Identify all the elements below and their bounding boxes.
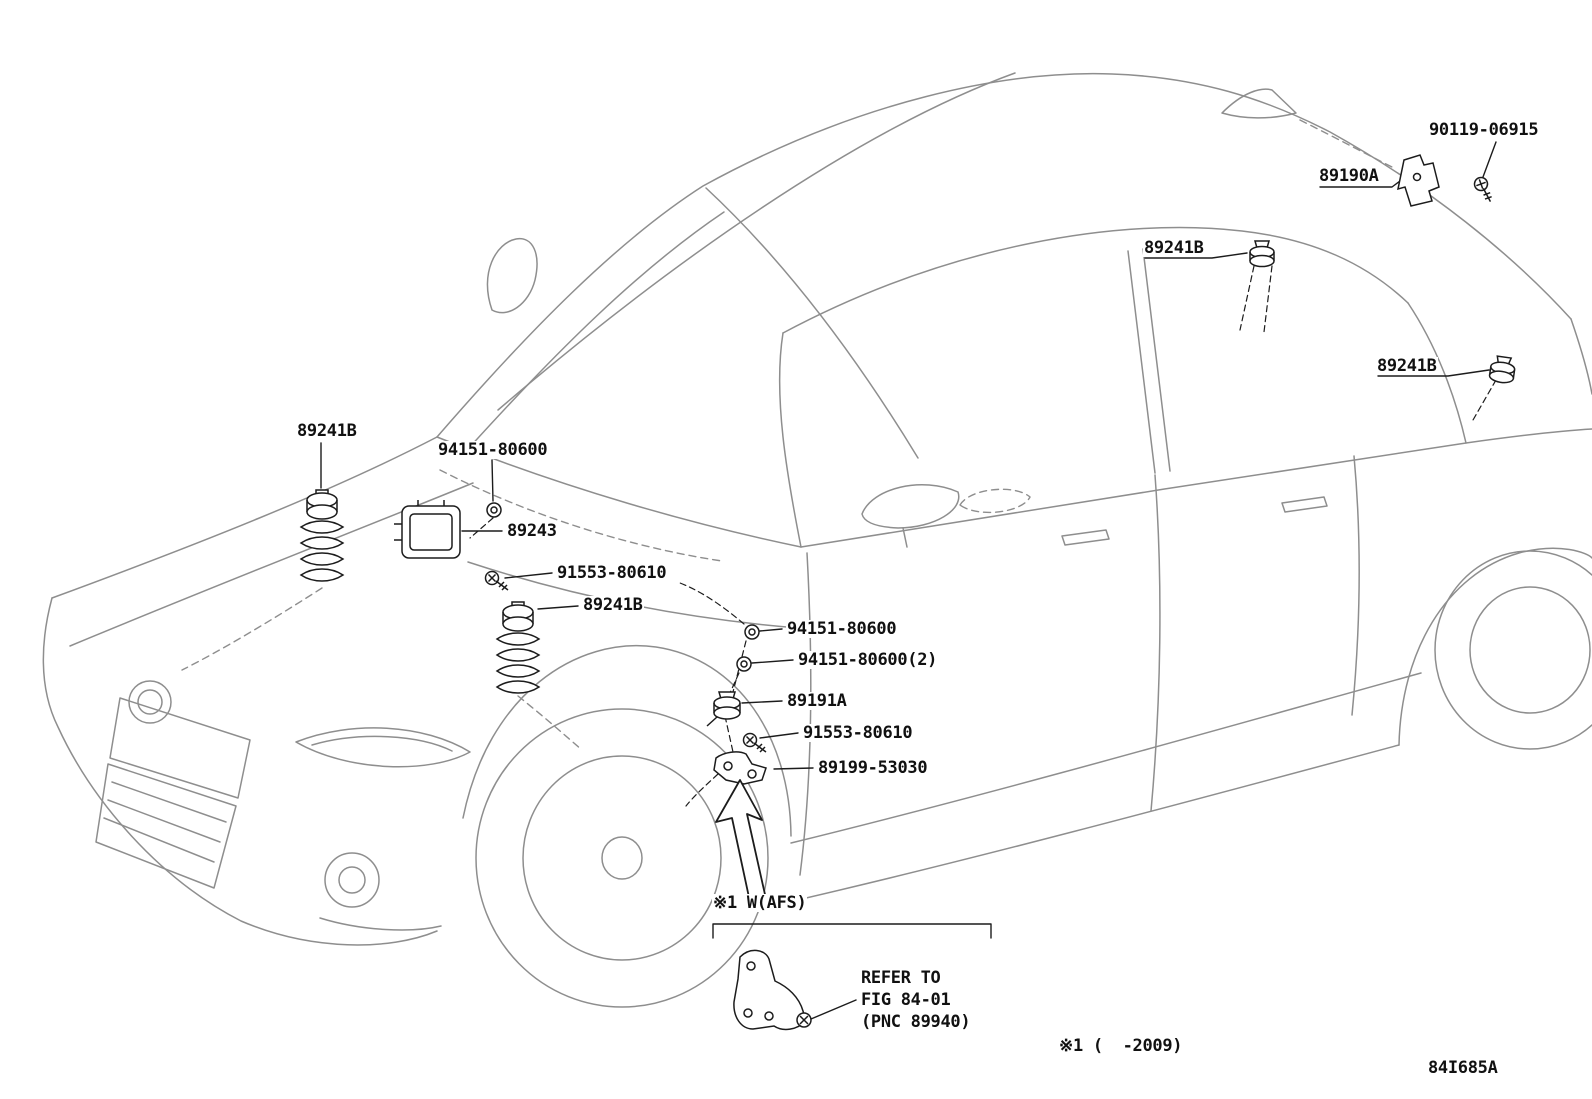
label-94151-80600-mid: 94151-80600 (786, 619, 898, 639)
label-94151-80600-front: 94151-80600 (437, 440, 549, 460)
refer-note-line-3: (PNC 89940) (860, 1012, 972, 1032)
construction-dashed-lines (181, 119, 1397, 751)
label-89241b-front-left: 89241B (296, 421, 358, 441)
label-89199-53030: 89199-53030 (817, 758, 929, 778)
note-model-year: ※1 ( -2009) (1058, 1036, 1184, 1056)
leader-lines (320, 141, 1497, 1020)
label-89190a: 89190A (1318, 166, 1380, 186)
label-91553-80610-mid: 91553-80610 (802, 723, 914, 743)
label-91553-80610-front: 91553-80610 (556, 563, 668, 583)
label-89241b-roof: 89241B (1143, 238, 1205, 258)
label-90119-06915: 90119-06915 (1428, 120, 1540, 140)
label-89241b-cowl: 89241B (582, 595, 644, 615)
label-89241b-rear-right: 89241B (1376, 356, 1438, 376)
rear-wheel (1434, 550, 1592, 750)
label-89191a: 89191A (786, 691, 848, 711)
afs-bracket-89940-icon (733, 949, 812, 1031)
car-outline (42, 72, 1592, 946)
diagram-code: 84I685A (1428, 1058, 1498, 1078)
refer-note-line-2: FIG 84-01 (860, 990, 952, 1010)
label-89243: 89243 (506, 521, 558, 541)
label-94151-80600-2: 94151-80600(2) (797, 650, 939, 670)
front-wheel (475, 708, 769, 1008)
afs-note-bracket (712, 923, 992, 939)
ecu-89243-icon (394, 500, 461, 559)
refer-note-line-1: REFER TO (860, 968, 942, 988)
note-afs-variant: ※1 W(AFS) (712, 893, 808, 913)
antenna-bracket-89190a-icon (1397, 154, 1440, 207)
